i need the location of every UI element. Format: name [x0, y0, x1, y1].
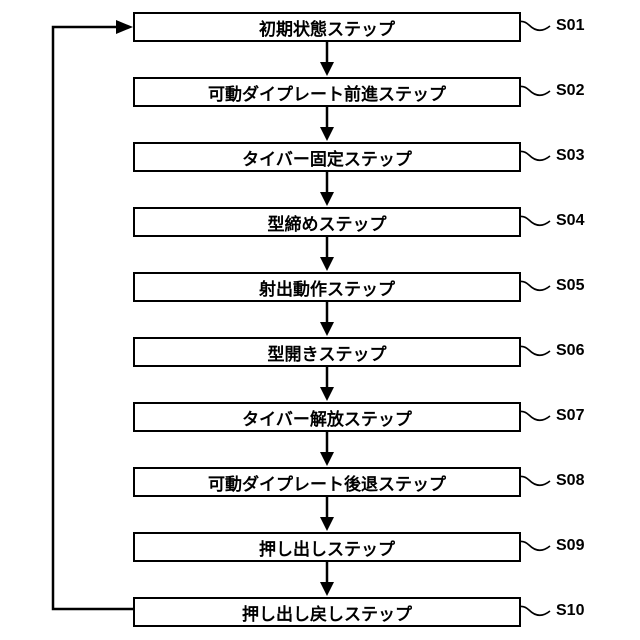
step-label: タイバー固定ステップ [242, 145, 412, 170]
step-box-s09: 押し出しステップ [133, 532, 521, 562]
step-ref-s06: S06 [556, 342, 584, 360]
step-ref-s03: S03 [556, 147, 584, 165]
step-ref-s04: S04 [556, 212, 584, 230]
step-ref-s08: S08 [556, 472, 584, 490]
step-label: 押し出し戻しステップ [242, 600, 412, 625]
loop-back-arrow [53, 27, 133, 609]
step-label: 型締めステップ [268, 210, 387, 235]
step-label: タイバー解放ステップ [242, 405, 412, 430]
step-ref-s10: S10 [556, 602, 584, 620]
step-label: 射出動作ステップ [259, 275, 395, 300]
loop-back-arrowhead [116, 20, 133, 34]
step-box-s02: 可動ダイプレート前進ステップ [133, 77, 521, 107]
step-label: 型開きステップ [268, 340, 387, 365]
step-ref-s05: S05 [556, 277, 584, 295]
step-box-s05: 射出動作ステップ [133, 272, 521, 302]
step-ref-s02: S02 [556, 82, 584, 100]
step-ref-s07: S07 [556, 407, 584, 425]
step-ref-s09: S09 [556, 537, 584, 555]
step-box-s04: 型締めステップ [133, 207, 521, 237]
flow-arrowhead [320, 192, 334, 206]
step-box-s01: 初期状態ステップ [133, 12, 521, 42]
flow-arrowhead [320, 517, 334, 531]
flow-arrowhead [320, 387, 334, 401]
flow-arrowhead [320, 322, 334, 336]
step-box-s03: タイバー固定ステップ [133, 142, 521, 172]
step-label: 押し出しステップ [259, 535, 395, 560]
step-label: 可動ダイプレート後退ステップ [208, 470, 446, 495]
step-ref-s01: S01 [556, 17, 584, 35]
step-box-s10: 押し出し戻しステップ [133, 597, 521, 627]
step-box-s08: 可動ダイプレート後退ステップ [133, 467, 521, 497]
step-label: 初期状態ステップ [259, 15, 395, 40]
flow-arrowhead [320, 62, 334, 76]
flow-arrowhead [320, 127, 334, 141]
flow-arrowhead [320, 257, 334, 271]
flow-arrowhead [320, 452, 334, 466]
step-box-s06: 型開きステップ [133, 337, 521, 367]
step-label: 可動ダイプレート前進ステップ [208, 80, 446, 105]
step-box-s07: タイバー解放ステップ [133, 402, 521, 432]
flow-arrowhead [320, 582, 334, 596]
